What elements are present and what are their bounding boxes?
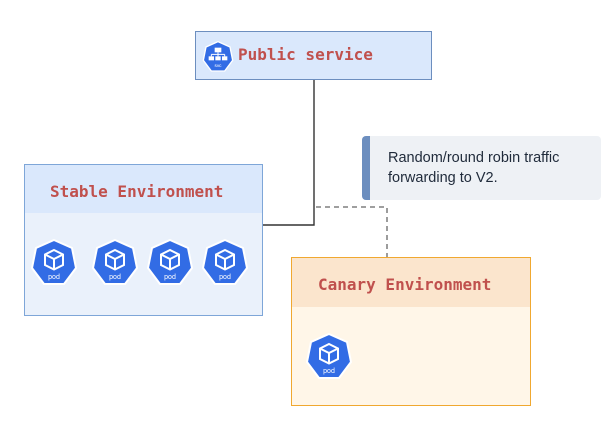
traffic-note: Random/round robin traffic forwarding to… (362, 136, 601, 200)
pod-icon[interactable]: pod (146, 238, 194, 288)
pod-label: pod (48, 274, 60, 281)
canary-environment-title: Canary Environment (318, 275, 492, 294)
stable-environment-box: Stable Environment (24, 164, 263, 316)
traffic-note-text: Random/round robin traffic forwarding to… (388, 150, 560, 186)
canary-environment-header: Canary Environment (292, 258, 530, 307)
pod-label: pod (219, 274, 231, 281)
pod-label: pod (164, 274, 176, 281)
service-icon: svc (202, 40, 234, 72)
pod-label: pod (109, 274, 121, 281)
pod-icon[interactable]: pod (91, 238, 139, 288)
pod-icon[interactable]: pod (201, 238, 249, 288)
pod-label: pod (323, 368, 335, 375)
stable-environment-title: Stable Environment (50, 182, 224, 201)
note-accent-bar (362, 136, 370, 200)
stable-environment-header: Stable Environment (25, 165, 262, 213)
service-icon-label: svc (215, 63, 223, 68)
canary-environment-box: Canary Environment (291, 257, 531, 406)
pod-icon[interactable]: pod (30, 238, 78, 288)
canary-pod-icon[interactable]: pod (305, 332, 353, 382)
public-service-box[interactable]: svc Public service (195, 31, 432, 80)
public-service-title: Public service (238, 45, 373, 64)
